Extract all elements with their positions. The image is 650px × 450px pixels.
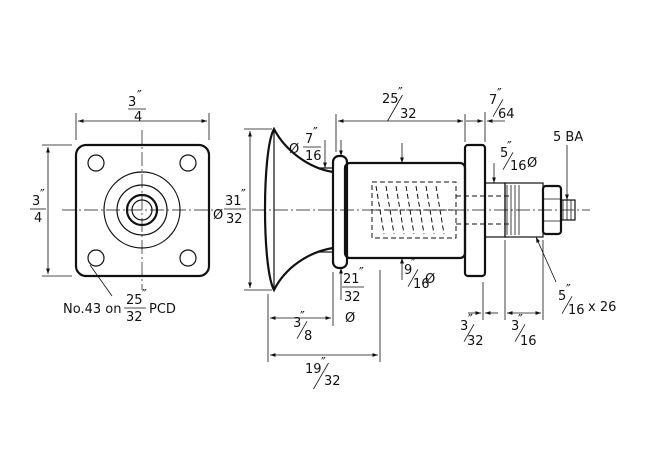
svg-text:Ø: Ø [289, 142, 299, 157]
bore-dia-label: 9 ″ 16 Ø [404, 257, 435, 292]
nut-length-label: 3 ″ 16 [511, 313, 537, 349]
svg-text:32: 32 [324, 374, 341, 389]
flange-offset-label: 3 ″ 32 [460, 313, 484, 349]
svg-text:″: ″ [566, 283, 571, 298]
svg-text:″: ″ [507, 140, 512, 155]
svg-text:3: 3 [32, 194, 40, 209]
svg-text:″: ″ [300, 310, 305, 325]
svg-text:16: 16 [568, 303, 585, 318]
svg-text:9: 9 [404, 263, 412, 278]
width-label: 3 ″ 4 [128, 89, 146, 125]
svg-text:25: 25 [382, 92, 399, 107]
head-to-body-label: 3 ″ 8 [293, 310, 312, 344]
svg-text:″: ″ [468, 313, 473, 328]
svg-text:3: 3 [511, 319, 519, 334]
front-view: 3 ″ 4 3 ″ 4 No.43 on 25 ″ 32 PCD [30, 89, 222, 325]
svg-text:19: 19 [305, 362, 322, 377]
hex-thread-leader [535, 236, 557, 283]
svg-text:64: 64 [498, 107, 515, 122]
height-label: 3 ″ 4 [30, 188, 46, 226]
svg-text:″: ″ [497, 87, 502, 102]
svg-text:3: 3 [293, 316, 301, 331]
svg-text:7: 7 [305, 132, 313, 147]
svg-text:Ø: Ø [345, 311, 355, 326]
collar-dia-label: 21 ″ 32 Ø [342, 266, 364, 326]
neck-dia-label: Ø 7 ″ 16 [289, 126, 322, 164]
svg-text:x 26: x 26 [588, 300, 616, 315]
body-length-label: 25 ″ 32 [382, 86, 417, 122]
svg-text:″: ″ [137, 89, 142, 104]
svg-text:32: 32 [126, 310, 143, 325]
hex-thread-label: 5 ″ 16 x 26 [558, 283, 616, 318]
svg-text:8: 8 [304, 329, 312, 344]
svg-text:4: 4 [34, 211, 42, 226]
svg-text:32: 32 [467, 334, 484, 349]
svg-text:16: 16 [413, 277, 430, 292]
thread-size-label: 5 BA [553, 130, 583, 145]
svg-text:3: 3 [460, 319, 468, 334]
head-dia-label: Ø 31 ″ 32 [213, 188, 246, 227]
svg-text:5: 5 [500, 146, 508, 161]
svg-text:″: ″ [321, 356, 326, 371]
svg-text:″: ″ [518, 313, 523, 328]
svg-text:16: 16 [520, 334, 537, 349]
svg-text:″: ″ [398, 86, 403, 101]
corner-hole-bottom-left [87, 249, 105, 267]
svg-text:3: 3 [128, 95, 136, 110]
svg-text:25: 25 [126, 293, 143, 308]
svg-text:Ø: Ø [213, 208, 223, 223]
svg-text:″: ″ [40, 188, 45, 203]
hole-note-leader [89, 264, 113, 297]
svg-text:″: ″ [241, 188, 246, 203]
body-flange [463, 143, 487, 278]
svg-text:Ø: Ø [527, 156, 537, 171]
hole-note: No.43 on 25 ″ 32 PCD [63, 288, 176, 325]
mounting-flange-outline [74, 143, 211, 278]
overall-left-label: 19 ″ 32 [305, 356, 341, 390]
flange-thk-label: 7 ″ 64 [489, 87, 515, 122]
svg-text:PCD: PCD [149, 302, 176, 317]
svg-text:7: 7 [489, 93, 497, 108]
svg-text:4: 4 [134, 110, 142, 125]
svg-text:32: 32 [400, 107, 417, 122]
side-view: Ø 31 ″ 32 Ø 7 ″ 16 25 ″ 32 7 [213, 86, 616, 390]
stud-dia-label: 5 ″ 16 Ø [500, 140, 537, 174]
svg-text:″: ″ [142, 288, 147, 303]
corner-hole-top-left [87, 154, 105, 172]
corner-hole-top-right [179, 154, 197, 172]
svg-text:5: 5 [558, 289, 566, 304]
knob-head [263, 126, 334, 293]
corner-hole-bottom-right [179, 249, 197, 267]
svg-text:No.43 on: No.43 on [63, 302, 121, 317]
svg-text:″: ″ [411, 257, 416, 272]
svg-text:16: 16 [510, 159, 527, 174]
svg-text:″: ″ [359, 266, 364, 281]
svg-text:Ø: Ø [425, 272, 435, 287]
svg-text:31: 31 [225, 194, 242, 209]
svg-text:32: 32 [344, 290, 361, 305]
svg-text:″: ″ [313, 126, 318, 141]
svg-text:21: 21 [343, 272, 360, 287]
svg-text:16: 16 [305, 149, 322, 164]
svg-text:32: 32 [226, 212, 243, 227]
